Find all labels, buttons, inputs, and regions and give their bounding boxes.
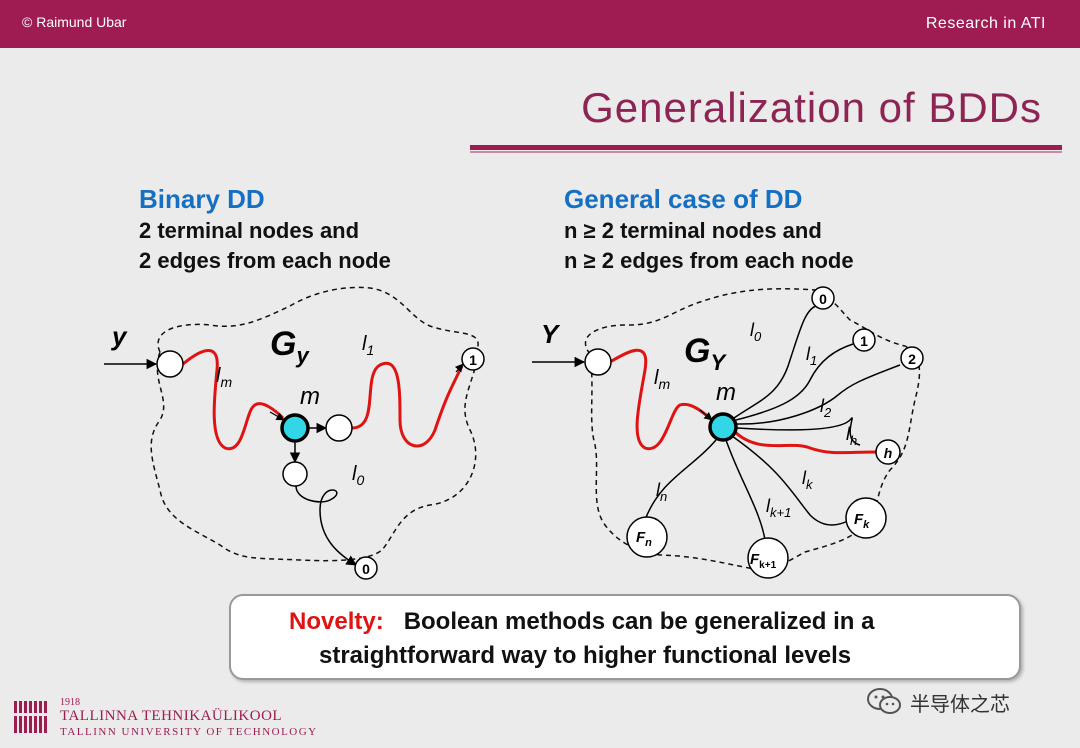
- svg-text:0: 0: [819, 291, 827, 307]
- general-input-label: Y: [541, 319, 561, 349]
- wechat-icon: [867, 688, 901, 714]
- binary-graph-sub: y: [295, 343, 310, 368]
- binary-terminal-0: [354, 556, 378, 580]
- binary-graph-label: G: [270, 325, 296, 363]
- svg-text:lk+1: lk+1: [766, 496, 791, 520]
- general-terminal-fk1: [747, 537, 789, 579]
- binary-root-node: [156, 350, 184, 378]
- general-graph-sub: Y: [710, 350, 727, 375]
- general-dd-diagram: 0 1 2 h Fk Fk+1 Fn Y GY lm m l0 l1 l2 lh…: [532, 286, 924, 579]
- novelty-text2: straightforward way to higher functional…: [319, 642, 852, 669]
- general-dd-heading: General case of DD: [564, 184, 803, 214]
- general-terminal-2: [900, 346, 924, 370]
- svg-text:h: h: [884, 445, 893, 461]
- svg-text:l0: l0: [352, 463, 364, 488]
- svg-text:l2: l2: [820, 396, 832, 420]
- page-title: Generalization of BDDs: [581, 84, 1042, 131]
- copyright-text: © Raimund Ubar: [22, 14, 127, 30]
- general-terminal-fk: [845, 497, 887, 539]
- section-title: Research in ATI: [925, 15, 1046, 32]
- svg-text:l1: l1: [362, 333, 374, 358]
- binary-red-path: [182, 349, 285, 451]
- svg-text:2: 2: [908, 351, 916, 367]
- binary-terminal-0-label: 0: [362, 561, 370, 577]
- svg-text:lm: lm: [216, 365, 232, 390]
- general-node-m-label: m: [716, 379, 736, 406]
- svg-text:Fk: Fk: [854, 511, 870, 531]
- binary-dd-line1: 2 terminal nodes and: [139, 218, 360, 243]
- binary-edge-l0: [295, 485, 357, 566]
- title-underline-shadow: [470, 151, 1062, 153]
- general-red-edge-lh: [733, 430, 877, 455]
- university-logo-icon: [14, 701, 48, 733]
- binary-red-edge-l1: [351, 361, 464, 448]
- binary-dd-line2: 2 edges from each node: [139, 248, 391, 273]
- top-bar: © Raimund Ubar Research in ATI: [0, 0, 1080, 48]
- binary-input-label: y: [110, 321, 128, 351]
- svg-text:l1: l1: [806, 344, 817, 368]
- svg-text:lh: lh: [846, 424, 857, 448]
- general-graph-label: G: [684, 332, 710, 370]
- novelty-line1: Novelty: Boolean methods can be generaliz…: [289, 608, 874, 636]
- svg-text:Fk+1: Fk+1: [750, 551, 777, 571]
- general-red-path: [609, 348, 711, 451]
- general-dd-line2: n ≥ 2 edges from each node: [564, 248, 854, 273]
- svg-text:GY: GY: [684, 332, 727, 375]
- binary-terminal-1-label: 1: [469, 352, 477, 368]
- logo-year: 1918: [60, 697, 80, 708]
- general-dd-line1: n ≥ 2 terminal nodes and: [564, 218, 822, 243]
- watermark-text: 半导体之芯: [910, 694, 1010, 716]
- binary-dd-diagram: 1 0 y Gy lm m l1 l0: [104, 286, 485, 580]
- binary-dd-heading: Binary DD: [139, 184, 265, 214]
- binary-graph-boundary: [150, 286, 479, 562]
- general-node-m: [708, 412, 738, 442]
- svg-text:Gy: Gy: [270, 325, 310, 368]
- general-terminal-h: [875, 439, 901, 465]
- binary-terminal-1: [461, 347, 485, 371]
- svg-text:l0: l0: [750, 320, 762, 344]
- svg-text:lk: lk: [802, 468, 814, 492]
- binary-node-m-label: m: [300, 383, 320, 410]
- svg-text:lm: lm: [654, 367, 670, 392]
- general-root-node: [584, 348, 612, 376]
- binary-node-m: [280, 413, 310, 443]
- general-terminal-1: [852, 328, 876, 352]
- general-graph-boundary: [584, 288, 921, 571]
- novelty-box: Novelty: Boolean methods can be generaliz…: [229, 594, 1021, 680]
- title-underline: [470, 145, 1062, 150]
- svg-text:1: 1: [860, 333, 868, 349]
- binary-node-right: [325, 414, 353, 442]
- general-terminal-0: [811, 286, 835, 310]
- binary-node-down: [282, 461, 308, 487]
- logo-university-english: TALLINN UNIVERSITY OF TECHNOLOGY: [60, 726, 318, 738]
- novelty-text1: Boolean methods can be generalized in a: [403, 608, 875, 635]
- svg-text:Fn: Fn: [636, 529, 652, 549]
- svg-text:ln: ln: [656, 480, 667, 504]
- logo-university-name: TALLINNA TEHNIKAÜLIKOOL: [60, 708, 283, 724]
- general-terminal-fn: [626, 516, 668, 558]
- novelty-label: Novelty:: [289, 608, 384, 635]
